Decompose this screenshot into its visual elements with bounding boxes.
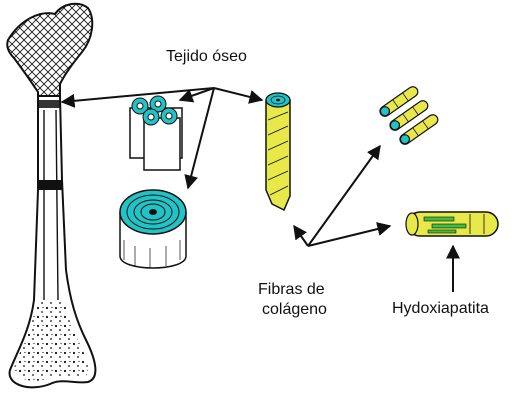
hydroxyapatite-fibril [406, 212, 498, 236]
collagen-fiber [266, 93, 290, 210]
arrows [62, 88, 453, 292]
label-tejido-oseo: Tejido óseo [166, 47, 247, 67]
label-fibras-line1: Fibras de [258, 280, 325, 300]
osteon-cluster [130, 96, 182, 170]
arrow-fibras-to-fiber [294, 226, 308, 246]
arrow-to-osteon-section [188, 88, 214, 188]
femur-bone [7, 4, 95, 388]
fibril-bundle [378, 85, 440, 146]
femur-distal-spongy [14, 300, 88, 381]
label-fibras-line2: colágeno [262, 300, 327, 320]
label-hidroxiapatita: Hydoxiapatita [392, 299, 489, 319]
arrow-to-collagen-fiber [214, 88, 262, 100]
osteon-cross-section [120, 190, 186, 268]
femur-head [7, 4, 92, 100]
